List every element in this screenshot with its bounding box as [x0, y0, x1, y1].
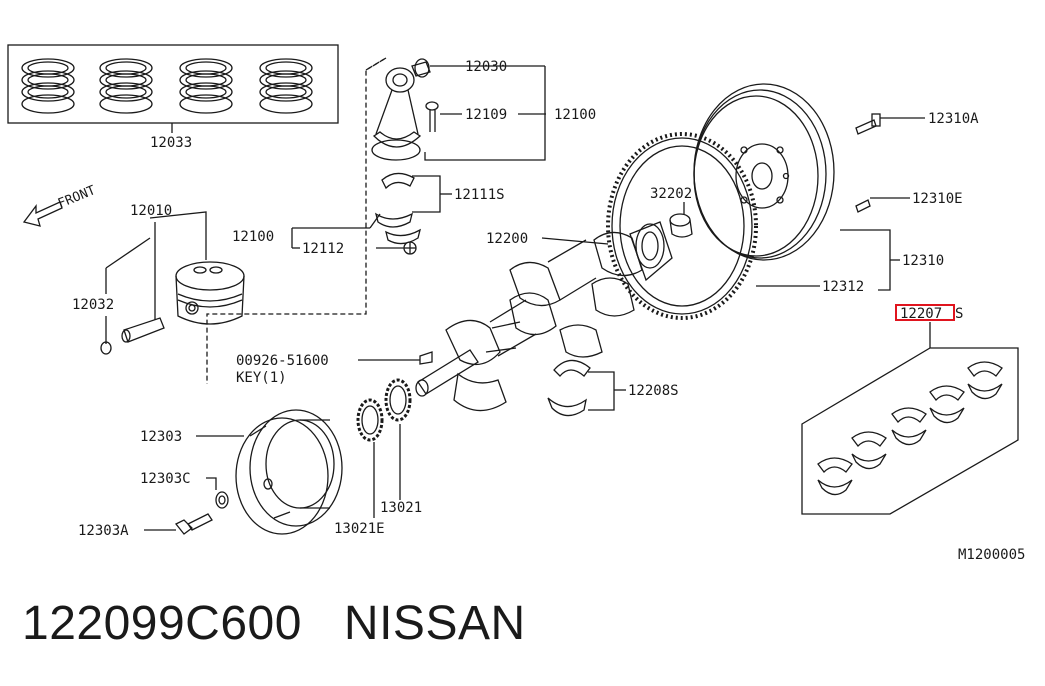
reference-code: M1200005: [958, 547, 1025, 563]
main-bearing-icon: [851, 431, 887, 470]
main-bearing-icon: [967, 361, 1003, 400]
label-12312: 12312: [822, 279, 864, 295]
oil-pump-drive-icon: [384, 378, 412, 422]
label-12303: 12303: [140, 429, 182, 445]
label-12208s: 12208S: [628, 383, 679, 399]
label-12303a: 12303A: [78, 523, 129, 539]
label-12100-rod: 12100: [554, 107, 596, 123]
label-32202: 32202: [650, 186, 692, 202]
label-12200: 12200: [486, 231, 528, 247]
piston-ring-set-icon: [179, 58, 233, 114]
label-12100: 12100: [232, 229, 274, 245]
pulley-bolt-icon: [174, 513, 213, 535]
front-direction-arrow-icon: [22, 201, 63, 227]
label-12207-suffix: S: [955, 306, 963, 322]
part-number: 122099C600: [22, 597, 302, 650]
label-12112: 12112: [302, 241, 344, 257]
label-12303c: 12303C: [140, 471, 191, 487]
pilot-bushing-icon: [669, 213, 693, 238]
piston-pin-icon: [121, 317, 165, 343]
label-13021: 13021: [380, 500, 422, 516]
piston-ring-set-icon: [259, 58, 313, 114]
connecting-rod-bolt-icon: [425, 101, 439, 132]
label-12109: 12109: [465, 107, 507, 123]
piston-ring-set-icon: [21, 58, 75, 114]
label-12310: 12310: [902, 253, 944, 269]
rod-bearing-icon: [374, 172, 421, 245]
rod-nut-icon: [403, 241, 417, 255]
snap-ring-icon: [100, 341, 112, 355]
flywheel-bolt-icon: [855, 199, 871, 213]
crank-sprocket-icon: [356, 398, 384, 442]
ring-gear-icon: [606, 132, 758, 320]
label-front: FRONT: [56, 183, 98, 212]
label-key: KEY(1): [236, 370, 287, 386]
brand-name: NISSAN: [343, 597, 526, 650]
main-bearing-icon: [891, 407, 927, 446]
label-12207: 12207: [900, 306, 942, 322]
label-12111s: 12111S: [454, 187, 505, 203]
label-12033: 12033: [150, 135, 192, 151]
thrust-bearing-icon: [547, 359, 591, 417]
label-12310a: 12310A: [928, 111, 979, 127]
label-13021e: 13021E: [334, 521, 385, 537]
main-bearings-group: [801, 322, 1019, 515]
flywheel-bolt-icon: [855, 113, 881, 135]
woodruff-key-icon: [419, 351, 433, 365]
crank-pulley-icon: [235, 409, 343, 535]
piston-rings-group: [7, 44, 339, 133]
crankshaft-icon: [415, 221, 673, 412]
label-12030: 12030: [465, 59, 507, 75]
label-00926-51600: 00926-51600: [236, 353, 329, 369]
part-caption: 122099C600 NISSAN: [22, 596, 526, 651]
piston-icon: [175, 261, 245, 325]
label-12310e: 12310E: [912, 191, 963, 207]
flywheel-icon: [693, 83, 835, 261]
label-12032: 12032: [72, 297, 114, 313]
main-bearing-icon: [929, 385, 965, 424]
main-bearing-icon: [817, 457, 853, 496]
label-12010: 12010: [130, 203, 172, 219]
piston-ring-set-icon: [99, 58, 153, 114]
highlight-box: [895, 304, 955, 321]
connecting-rod-icon: [371, 58, 431, 161]
washer-icon: [215, 491, 229, 509]
